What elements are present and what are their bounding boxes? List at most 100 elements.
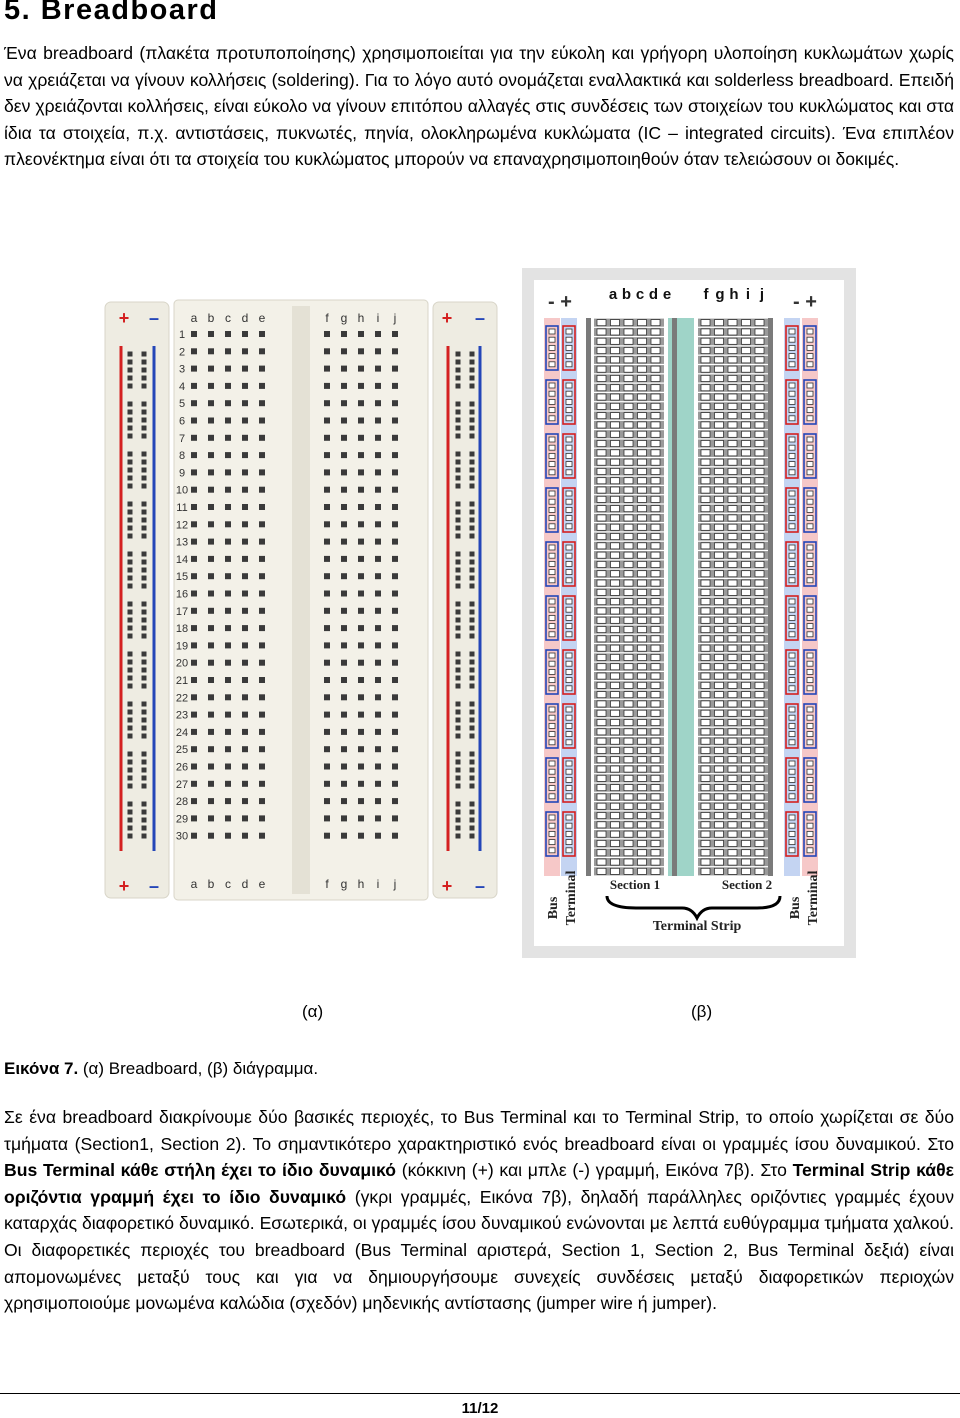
hole	[741, 505, 751, 513]
hole	[623, 458, 634, 466]
row-number: 14	[176, 554, 188, 566]
bus-label-right: Bus	[788, 896, 803, 919]
hole	[596, 635, 607, 643]
hole	[375, 400, 381, 407]
hole	[375, 625, 381, 632]
hole	[754, 365, 765, 373]
hole	[469, 559, 475, 565]
hole	[242, 625, 248, 632]
hole	[788, 436, 796, 443]
row-number: 16	[176, 589, 188, 601]
hole	[741, 672, 751, 680]
hole	[191, 417, 197, 424]
hole	[141, 809, 147, 815]
row-number: 10	[176, 485, 188, 497]
hole	[788, 614, 796, 621]
hole	[469, 759, 475, 765]
hole	[455, 675, 461, 681]
hole	[469, 617, 475, 623]
hole	[191, 382, 197, 389]
hole	[469, 709, 475, 715]
hole	[455, 767, 461, 773]
bus-hole-group	[562, 433, 576, 479]
hole	[225, 400, 231, 407]
hole	[650, 598, 661, 606]
center-channel	[668, 318, 694, 876]
hole	[242, 694, 248, 701]
hole	[324, 590, 330, 597]
hole	[623, 867, 634, 875]
hole	[259, 365, 265, 372]
hole	[610, 765, 620, 773]
hole	[714, 440, 724, 447]
hole	[565, 436, 573, 443]
hole	[358, 348, 364, 355]
hole	[141, 451, 147, 457]
hole	[754, 681, 765, 689]
hole	[700, 635, 711, 643]
hole	[650, 858, 661, 866]
hole	[375, 365, 381, 372]
hole	[610, 756, 620, 764]
hole	[127, 825, 133, 831]
hole	[242, 400, 248, 407]
hole	[754, 700, 765, 708]
hole	[806, 677, 814, 684]
hole	[548, 345, 556, 351]
hole	[127, 583, 133, 589]
hole	[455, 667, 461, 673]
hole	[259, 763, 265, 770]
hole	[341, 746, 347, 753]
hole	[596, 867, 607, 875]
hole	[650, 384, 661, 392]
hole	[788, 631, 796, 638]
hole	[191, 677, 197, 683]
bus-hole-group	[545, 649, 559, 695]
hole	[358, 625, 364, 632]
hole	[623, 365, 634, 373]
hole	[714, 551, 724, 559]
hole	[127, 675, 133, 681]
hole	[469, 801, 475, 807]
hole	[700, 430, 711, 438]
hole	[754, 784, 765, 792]
hole	[754, 830, 765, 838]
hole	[548, 606, 556, 613]
hole	[610, 440, 620, 447]
hole	[700, 579, 711, 587]
hole	[324, 555, 330, 562]
hole	[623, 709, 634, 717]
hole	[455, 551, 461, 557]
hole	[650, 551, 661, 559]
hole	[141, 575, 147, 581]
hole	[754, 440, 765, 447]
hole	[741, 858, 751, 866]
hole	[455, 833, 461, 839]
hole	[242, 642, 248, 649]
hole	[565, 515, 573, 522]
hole	[788, 660, 796, 667]
hole	[788, 598, 796, 605]
hole	[358, 590, 364, 597]
hole	[375, 607, 381, 614]
hole	[806, 398, 814, 405]
hole	[700, 523, 711, 531]
hole	[324, 677, 330, 683]
hole	[637, 626, 647, 633]
hole	[127, 467, 133, 473]
hole	[565, 544, 573, 551]
hole	[806, 461, 814, 468]
hole	[788, 382, 796, 389]
hole	[242, 798, 248, 805]
hole	[392, 728, 398, 735]
hole	[806, 506, 814, 513]
hole	[700, 607, 711, 615]
hole	[455, 509, 461, 515]
hole	[358, 711, 364, 718]
column-letter: j	[393, 877, 397, 891]
hole	[714, 365, 724, 373]
hole	[208, 434, 214, 441]
hole	[610, 644, 620, 652]
hole	[700, 542, 711, 550]
hole	[727, 858, 738, 866]
